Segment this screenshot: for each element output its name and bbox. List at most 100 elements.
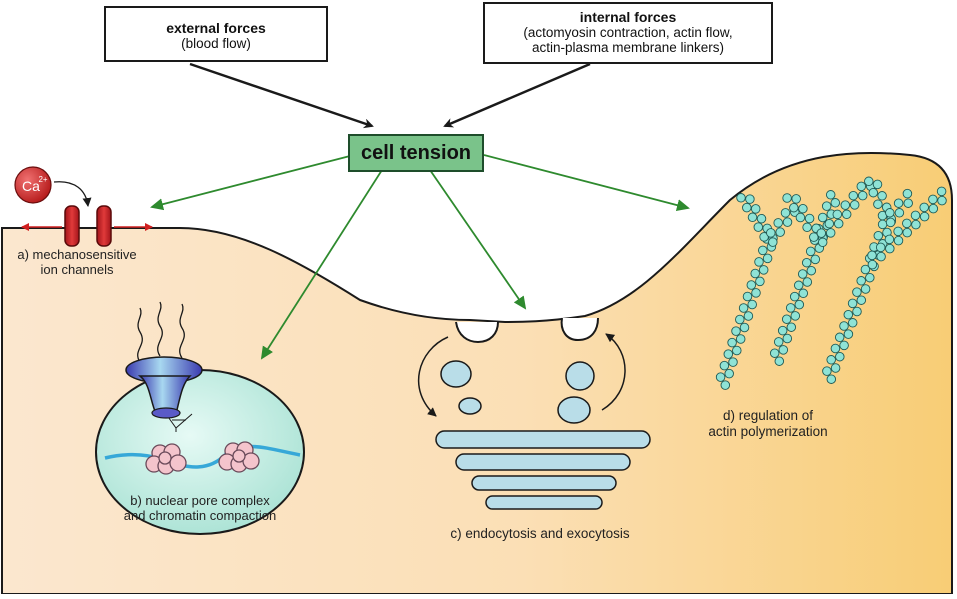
pore-filament-1: [137, 307, 143, 363]
actin-bead: [872, 179, 883, 190]
actin-bead: [825, 228, 836, 238]
actin-bead: [809, 232, 819, 242]
label-actin-line2: actin polymerization: [708, 423, 828, 439]
actin-bead: [893, 198, 904, 208]
actin-bead: [801, 257, 812, 268]
actin-bead: [857, 190, 868, 201]
actin-bead: [839, 340, 849, 351]
actin-bead: [843, 329, 854, 339]
vesicle-trafficking: [418, 317, 651, 510]
actin-bead: [798, 203, 808, 214]
actin-bead: [910, 210, 921, 221]
actin-bead: [790, 311, 801, 321]
actin-bead: [773, 218, 783, 228]
vesicle: [440, 360, 472, 388]
arrow-to-nuclear-pore: [260, 169, 383, 360]
actin-bead: [731, 326, 741, 336]
actin-bead: [840, 200, 851, 210]
actin-bead: [867, 250, 877, 261]
chromatin-strand: [104, 444, 301, 469]
actin-bead: [794, 299, 805, 310]
actin-bead: [724, 368, 734, 379]
actin-bead: [817, 237, 828, 248]
internal-forces-detail-1: (actomyosin contraction, actin flow,: [523, 25, 733, 40]
actin-bead: [852, 287, 862, 297]
actin-bead: [848, 190, 859, 201]
actin-bead: [877, 219, 888, 230]
ion-channel-group: Ca 2+: [14, 166, 153, 247]
actin-bead: [793, 280, 804, 291]
ion-channel-left: [64, 205, 80, 247]
actin-bead: [873, 230, 884, 241]
ion-channel-right: [96, 205, 112, 247]
actin-bead: [768, 237, 778, 247]
actin-bead: [802, 222, 812, 233]
actin-bead: [841, 209, 852, 220]
actin-bead: [774, 356, 785, 366]
actin-bead: [876, 251, 886, 262]
label-actin-line1: d) regulation of: [722, 408, 814, 423]
actin-bead: [755, 276, 765, 287]
external-force-arrow: [189, 62, 374, 129]
actin-bead: [756, 213, 767, 224]
actin-bead: [802, 277, 813, 287]
actin-bead: [719, 360, 730, 371]
actin-bead: [742, 291, 753, 302]
external-forces-title: external forces: [166, 20, 266, 36]
actin-bead: [758, 245, 768, 256]
actin-bead: [773, 337, 784, 347]
label-nuclear-pore: b) nuclear pore complex and chromatin co…: [108, 493, 292, 524]
nucleosome-left: [145, 443, 187, 475]
actin-bead: [856, 181, 867, 192]
vesicle: [557, 396, 591, 424]
actin-bead: [864, 176, 874, 187]
external-forces-box: external forces (blood flow): [104, 6, 328, 62]
internal-forces-title: internal forces: [579, 9, 677, 25]
cell-tension-label: cell tension: [360, 142, 472, 164]
golgi-cisternae: [435, 430, 651, 510]
actin-bead: [937, 195, 947, 206]
label-endocytosis-line1: c) endocytosis and exocytosis: [450, 526, 630, 541]
actin-bead: [806, 265, 817, 276]
actin-bead: [885, 208, 895, 218]
actin-bead: [747, 212, 758, 223]
actin-bead: [742, 202, 752, 213]
actin-bead: [847, 298, 858, 309]
actin-bead: [826, 374, 837, 384]
internal-force-arrow: [443, 62, 591, 128]
actin-bead: [830, 363, 841, 373]
calcium-charge: 2+: [38, 175, 47, 184]
actin-bead: [786, 322, 797, 332]
actin-bead: [884, 234, 895, 245]
arrow-to-endocytosis: [429, 169, 527, 310]
actin-bead: [832, 209, 843, 220]
actin-bead: [738, 303, 749, 313]
calcium-entry-arrow: [53, 181, 92, 207]
pore-filament-2: [157, 301, 163, 357]
actin-bead: [830, 198, 841, 208]
endocytic-pit-left: [455, 321, 499, 344]
actin-bead: [834, 332, 845, 343]
actin-bead: [789, 291, 800, 302]
actin-bead: [739, 322, 750, 333]
actin-bead: [735, 334, 746, 344]
actin-bead: [732, 345, 742, 356]
label-ion-channels-line1: a) mechanosensitive: [17, 247, 137, 262]
actin-bead: [778, 345, 789, 355]
actin-bead: [833, 218, 844, 229]
pore-filament-3: [179, 303, 185, 359]
calcium-ion: [14, 166, 52, 204]
actin-filaments: [715, 176, 947, 390]
actin-bead: [893, 226, 903, 237]
actin-bead: [777, 325, 788, 336]
label-ion-channels: a) mechanosensitive ion channels: [2, 247, 152, 278]
actin-bead: [865, 272, 875, 283]
actin-bead: [747, 299, 757, 310]
label-actin: d) regulation of actin polymerization: [686, 408, 850, 439]
endocytosis-arrow: [418, 336, 449, 417]
actin-bead: [769, 348, 780, 358]
actin-bead: [775, 227, 785, 237]
arrow-to-actin: [483, 154, 690, 212]
